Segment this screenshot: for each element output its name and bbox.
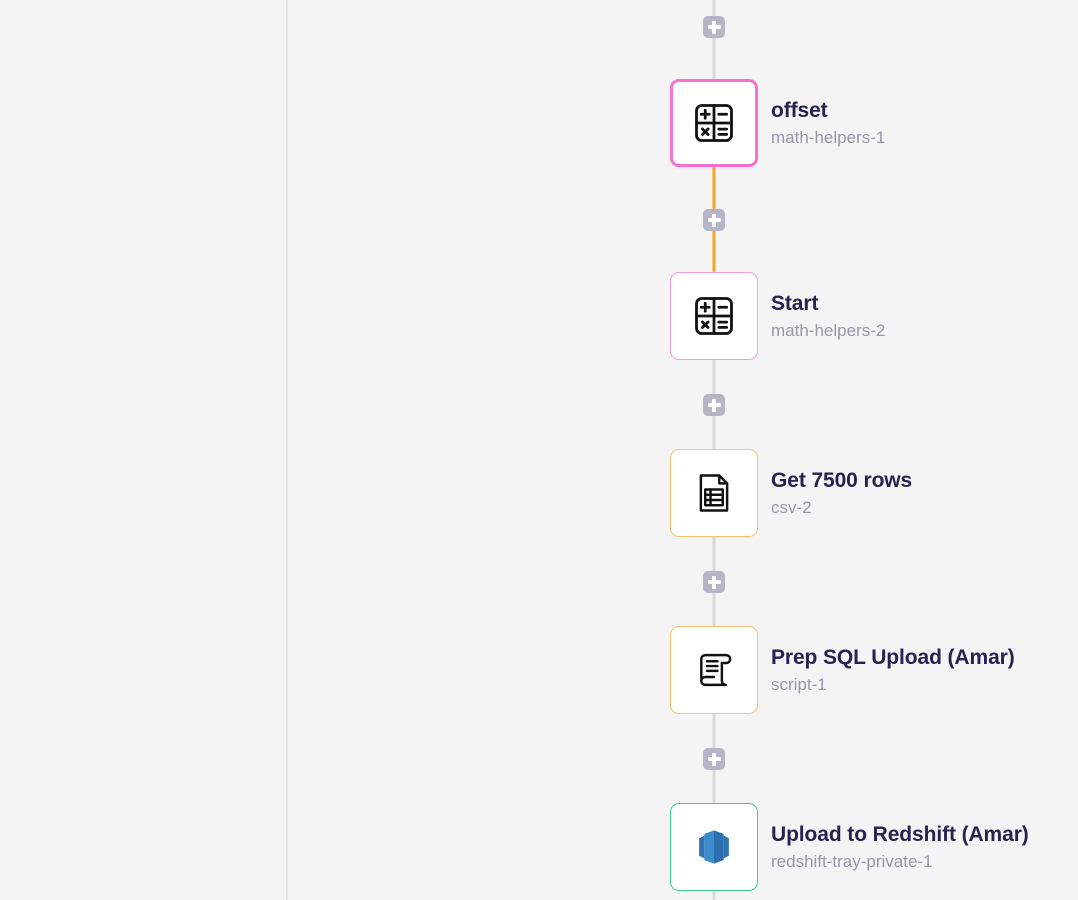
workflow-node[interactable]: Upload to Redshift (Amar) redshift-tray-p… <box>670 803 1029 891</box>
node-title: Upload to Redshift (Amar) <box>771 822 1029 846</box>
left-panel <box>0 0 286 900</box>
node-label: Start math-helpers-2 <box>771 290 885 343</box>
workflow-canvas[interactable]: offset math-helpers-1 Start math-helpers-2… <box>288 0 1078 900</box>
math-helpers-icon <box>691 100 737 146</box>
node-subtitle: script-1 <box>771 674 827 694</box>
node-icon-card[interactable] <box>670 803 758 891</box>
script-scroll-icon <box>691 647 737 693</box>
node-icon-card[interactable] <box>670 626 758 714</box>
node-subtitle: redshift-tray-private-1 <box>771 851 933 871</box>
plus-icon-vertical <box>712 20 716 34</box>
plus-icon-vertical <box>712 575 716 589</box>
node-subtitle: csv-2 <box>771 497 812 517</box>
node-label: Prep SQL Upload (Amar) script-1 <box>771 644 1015 697</box>
workflow-connector-5 <box>712 891 716 900</box>
add-step-button-3[interactable] <box>703 571 725 593</box>
add-step-button-2[interactable] <box>703 394 725 416</box>
csv-document-icon <box>691 470 737 516</box>
workflow-flow: offset math-helpers-1 Start math-helpers-2… <box>670 0 1070 900</box>
workflow-node[interactable]: Prep SQL Upload (Amar) script-1 <box>670 626 1015 714</box>
add-step-button-top[interactable] <box>703 16 725 38</box>
node-label: offset math-helpers-1 <box>771 97 885 150</box>
node-title: Prep SQL Upload (Amar) <box>771 645 1015 669</box>
node-icon-card[interactable] <box>670 449 758 537</box>
workflow-node[interactable]: Get 7500 rows csv-2 <box>670 449 912 537</box>
node-icon-card[interactable] <box>670 272 758 360</box>
panel-divider <box>286 0 288 900</box>
redshift-icon <box>691 824 737 870</box>
node-icon-card[interactable] <box>670 79 758 167</box>
node-label: Get 7500 rows csv-2 <box>771 467 912 520</box>
add-step-button-1[interactable] <box>703 209 725 231</box>
math-helpers-icon <box>691 293 737 339</box>
node-title: Get 7500 rows <box>771 468 913 492</box>
workflow-connector-0 <box>712 0 716 79</box>
plus-icon-vertical <box>712 752 716 766</box>
node-subtitle: math-helpers-1 <box>771 127 886 147</box>
node-title: Start <box>771 291 819 315</box>
node-label: Upload to Redshift (Amar) redshift-tray-p… <box>771 821 1029 874</box>
add-step-button-4[interactable] <box>703 748 725 770</box>
node-title: offset <box>771 98 828 122</box>
workflow-node[interactable]: offset math-helpers-1 <box>670 79 885 167</box>
workflow-node[interactable]: Start math-helpers-2 <box>670 272 885 360</box>
plus-icon-vertical <box>712 398 716 412</box>
plus-icon-vertical <box>712 213 716 227</box>
node-subtitle: math-helpers-2 <box>771 320 886 340</box>
